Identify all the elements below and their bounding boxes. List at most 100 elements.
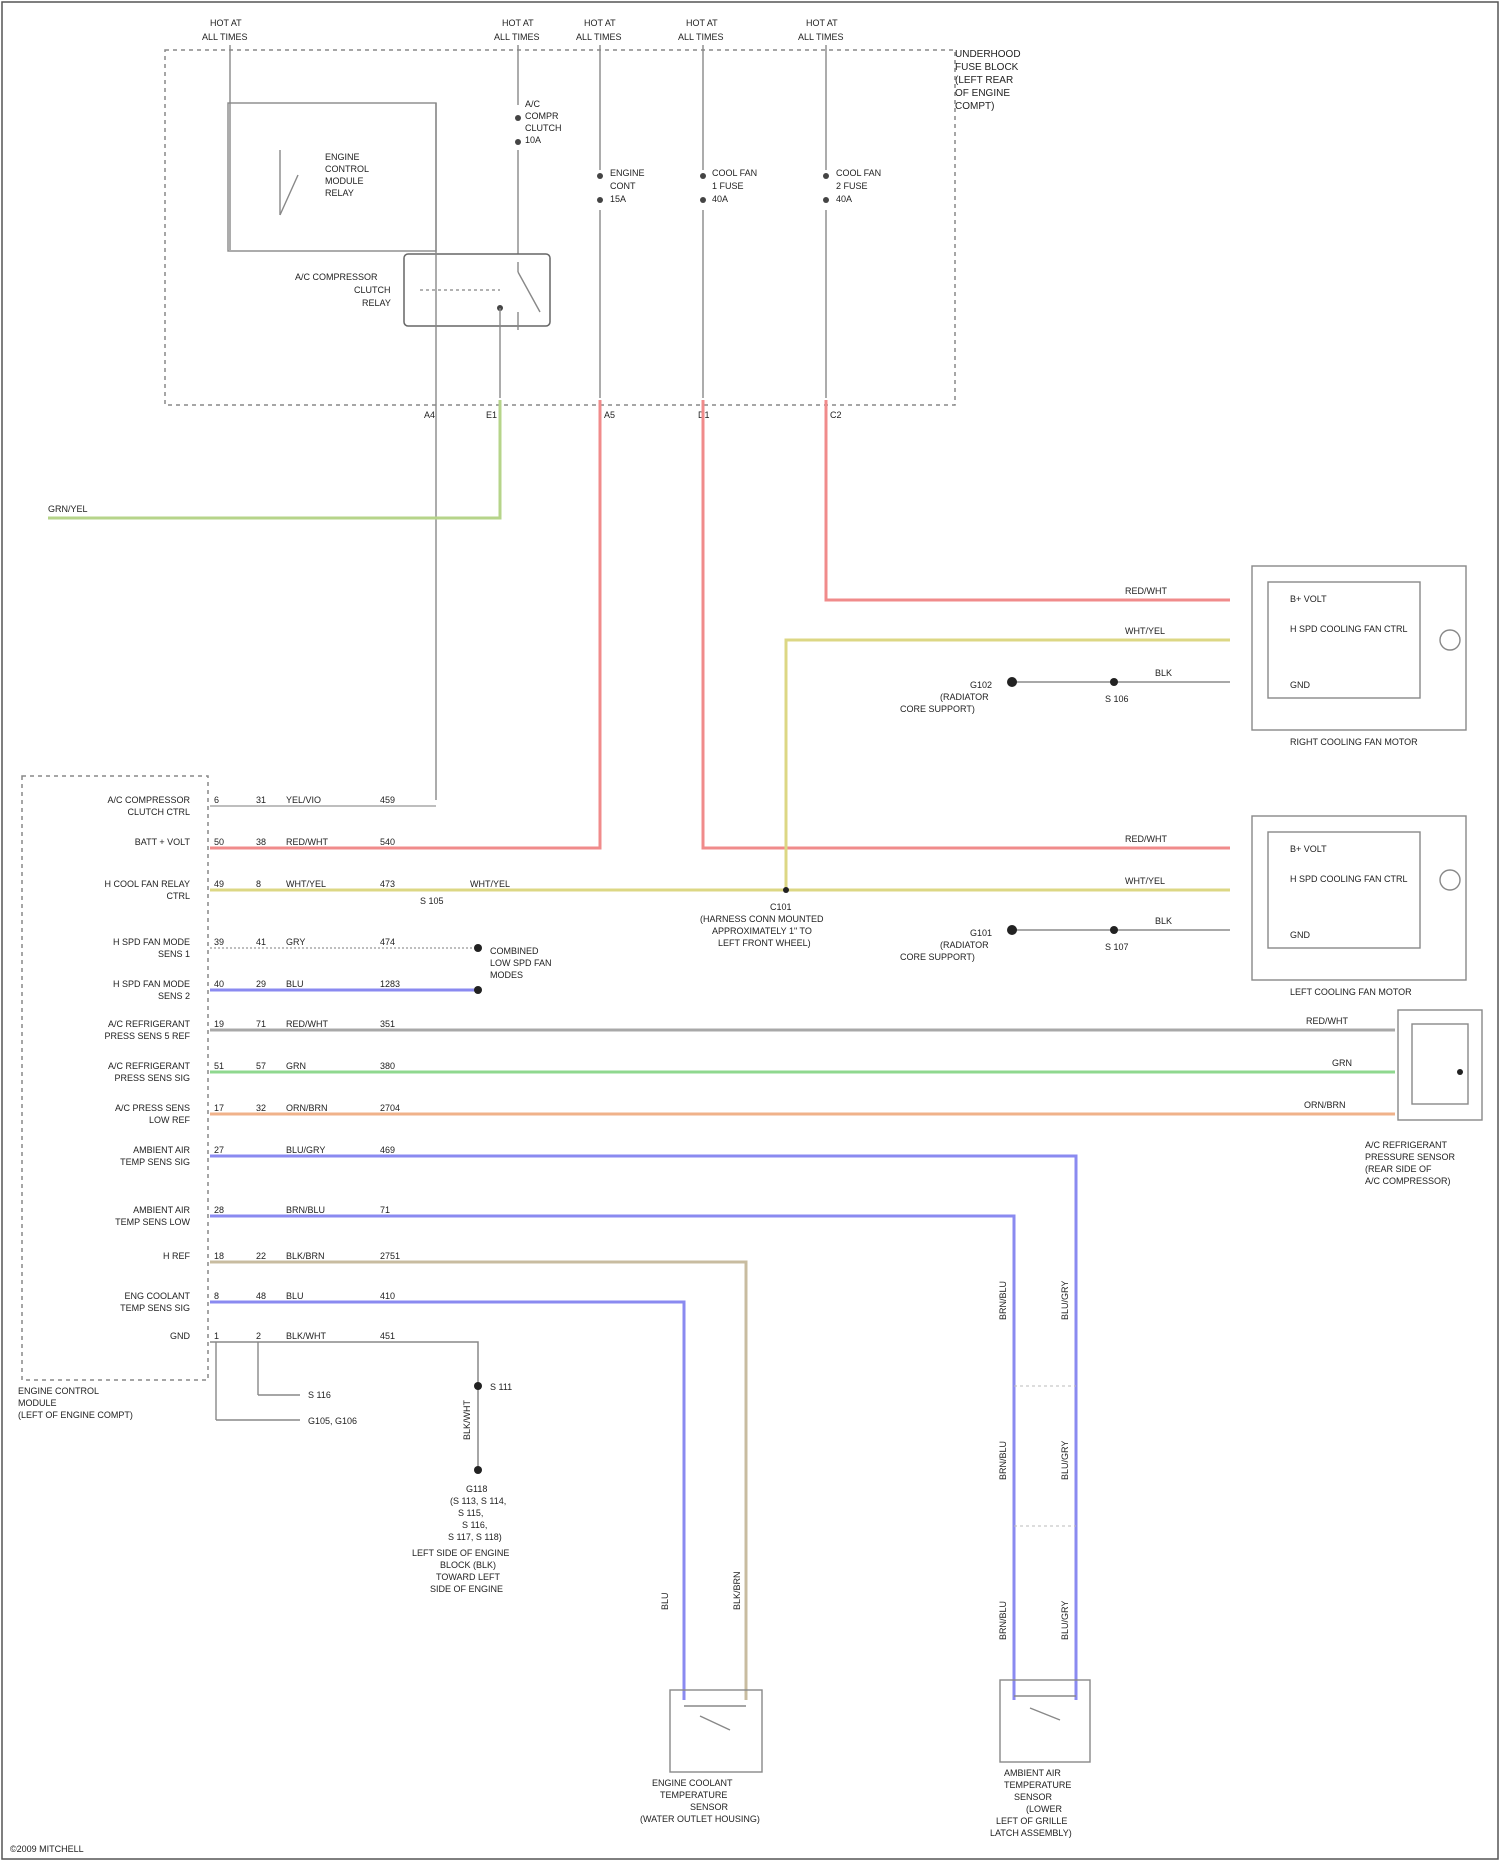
svg-text:(WATER OUTLET HOUSING): (WATER OUTLET HOUSING)	[640, 1814, 760, 1824]
svg-text:COMPT): COMPT)	[955, 101, 994, 112]
svg-text:BRN/BLU: BRN/BLU	[998, 1281, 1008, 1320]
svg-text:LOW SPD FAN: LOW SPD FAN	[490, 958, 552, 968]
svg-text:RELAY: RELAY	[362, 298, 391, 308]
ecm-row-text: A/C COMPRESSOR	[107, 795, 190, 805]
svg-text:(LEFT REAR: (LEFT REAR	[955, 75, 1013, 86]
ecm-row-text: 49	[214, 879, 224, 889]
wire-red-right-fan	[826, 400, 1230, 600]
ecm-row-text: 40	[214, 979, 224, 989]
speed-mode-note: COMBINED LOW SPD FAN MODES	[474, 944, 552, 994]
ecm-row-text: 459	[380, 795, 395, 805]
svg-text:G118: G118	[466, 1484, 487, 1494]
svg-text:RED/WHT: RED/WHT	[1125, 586, 1167, 596]
svg-text:H SPD COOLING FAN CTRL: H SPD COOLING FAN CTRL	[1290, 874, 1408, 884]
ecm-row-text: GND	[170, 1331, 191, 1341]
svg-text:40A: 40A	[712, 194, 728, 204]
ac-compressor-clutch-relay: A/C COMPRESSOR CLUTCH RELAY	[295, 254, 550, 330]
svg-text:WHT/YEL: WHT/YEL	[1125, 626, 1165, 636]
wire-ground	[210, 1342, 478, 1470]
svg-text:MODES: MODES	[490, 970, 523, 980]
svg-text:UNDERHOOD: UNDERHOOD	[955, 49, 1021, 60]
svg-text:CORE SUPPORT): CORE SUPPORT)	[900, 704, 975, 714]
ecm-row-text: PRESS SENS SIG	[114, 1073, 190, 1083]
ecm-row-text: 28	[214, 1205, 224, 1215]
ecm-bottom-notes: S 116 G105, G106	[216, 1342, 357, 1426]
ecm-row: H COOL FAN RELAYCTRL498WHT/YEL473WHT/YEL…	[104, 879, 510, 906]
svg-text:BRN/BLU: BRN/BLU	[998, 1601, 1008, 1640]
svg-text:COOL FAN: COOL FAN	[712, 168, 757, 178]
wire-red-batt	[210, 400, 600, 848]
svg-text:ALL TIMES: ALL TIMES	[494, 32, 540, 42]
svg-text:A/C COMPRESSOR): A/C COMPRESSOR)	[1365, 1176, 1451, 1186]
ecm-row-text: BLU	[286, 979, 304, 989]
ecm-row: BATT + VOLT5038RED/WHT540	[135, 837, 395, 847]
svg-text:LEFT FRONT WHEEL): LEFT FRONT WHEEL)	[718, 938, 811, 948]
ecm-row-text: SENS 1	[158, 949, 190, 959]
svg-text:A/C REFRIGERANT: A/C REFRIGERANT	[1365, 1140, 1448, 1150]
left-cooling-fan-motor: B+ VOLT H SPD COOLING FAN CTRL GND LEFT …	[1252, 816, 1466, 997]
ecm-row-text: 540	[380, 837, 395, 847]
ecm-row-text: A/C PRESS SENS	[115, 1103, 190, 1113]
ecm-row-text: H SPD FAN MODE	[113, 937, 190, 947]
ecm-row-text: H REF	[163, 1251, 191, 1261]
ecm-row-text: 38	[256, 837, 266, 847]
ecm-row-text: 410	[380, 1291, 395, 1301]
fuse-cool-fan-2: COOL FAN 2 FUSE 40A	[823, 168, 881, 204]
ecm-row-text: A/C REFRIGERANT	[108, 1061, 191, 1071]
svg-text:BLK/BRN: BLK/BRN	[732, 1571, 742, 1610]
ecm-row-text: ORN/BRN	[286, 1103, 328, 1113]
svg-text:H SPD COOLING FAN CTRL: H SPD COOLING FAN CTRL	[1290, 624, 1408, 634]
ecm-row-text: 8	[256, 879, 261, 889]
svg-text:E1: E1	[486, 410, 497, 420]
svg-text:ORN/BRN: ORN/BRN	[1304, 1100, 1346, 1110]
svg-text:B+ VOLT: B+ VOLT	[1290, 594, 1327, 604]
svg-text:AMBIENT AIR: AMBIENT AIR	[1004, 1768, 1061, 1778]
svg-text:SENSOR: SENSOR	[690, 1802, 729, 1812]
svg-text:S 116: S 116	[308, 1390, 331, 1400]
ecm-row-text: 32	[256, 1103, 266, 1113]
svg-text:A/C COMPRESSOR: A/C COMPRESSOR	[295, 272, 378, 282]
svg-text:2 FUSE: 2 FUSE	[836, 181, 868, 191]
ecm-row-text: 48	[256, 1291, 266, 1301]
svg-text:COOL FAN: COOL FAN	[836, 168, 881, 178]
fuse-ac-compr-clutch: A/C COMPR CLUTCH 10A	[515, 99, 562, 145]
ecm-row-text: S 105	[420, 896, 444, 906]
svg-text:HOT AT: HOT AT	[806, 18, 838, 28]
ecm-title: ENGINE CONTROL MODULE (LEFT OF ENGINE CO…	[18, 1386, 133, 1420]
svg-text:40A: 40A	[836, 194, 852, 204]
svg-text:RELAY: RELAY	[325, 188, 354, 198]
ecm-row-text: 380	[380, 1061, 395, 1071]
svg-text:FUSE BLOCK: FUSE BLOCK	[955, 62, 1019, 73]
ecm-row-text: 469	[380, 1145, 395, 1155]
svg-text:BRN/BLU: BRN/BLU	[998, 1441, 1008, 1480]
svg-text:HOT AT: HOT AT	[210, 18, 242, 28]
right-cooling-fan-motor: B+ VOLT H SPD COOLING FAN CTRL GND RIGHT…	[1252, 566, 1466, 747]
ecm-row-text: CLUTCH CTRL	[127, 807, 190, 817]
ecm-row: GND12BLK/WHT451	[170, 1331, 395, 1341]
svg-text:S 116,: S 116,	[462, 1520, 487, 1530]
svg-text:CORE SUPPORT): CORE SUPPORT)	[900, 952, 975, 962]
fuse-cool-fan-1: COOL FAN 1 FUSE 40A	[700, 168, 757, 204]
ecm-row-text: 50	[214, 837, 224, 847]
svg-text:ENGINE COOLANT: ENGINE COOLANT	[652, 1778, 733, 1788]
svg-text:APPROXIMATELY 1" TO: APPROXIMATELY 1" TO	[712, 926, 812, 936]
ecm-row-text: 8	[214, 1291, 219, 1301]
ecm-row-text: RED/WHT	[286, 837, 328, 847]
svg-text:COMPR: COMPR	[525, 111, 559, 121]
svg-text:LEFT COOLING FAN MOTOR: LEFT COOLING FAN MOTOR	[1290, 987, 1412, 997]
svg-text:BLU/GRY: BLU/GRY	[1060, 1281, 1070, 1320]
ac-refrigerant-pressure-sensor: A/C REFRIGERANT PRESSURE SENSOR (REAR SI…	[1365, 1010, 1482, 1186]
right-fan-ground: S 106 G102 (RADIATOR CORE SUPPORT)	[900, 677, 1230, 714]
wire-coolant-sig	[210, 1302, 684, 1700]
svg-text:G105, G106: G105, G106	[308, 1416, 357, 1426]
svg-text:(RADIATOR: (RADIATOR	[940, 940, 989, 950]
left-wire-label: GRN/YEL	[48, 504, 88, 514]
svg-text:(S 113, S 114,: (S 113, S 114,	[450, 1496, 506, 1506]
ecm-row-text: GRN	[286, 1061, 306, 1071]
ecm-row-text: TEMP SENS LOW	[115, 1217, 190, 1227]
svg-text:BLK: BLK	[1155, 916, 1172, 926]
svg-text:COMBINED: COMBINED	[490, 946, 539, 956]
ecm-row-text: LOW REF	[149, 1115, 191, 1125]
svg-text:C101: C101	[770, 902, 792, 912]
svg-text:SIDE OF ENGINE: SIDE OF ENGINE	[430, 1584, 503, 1594]
